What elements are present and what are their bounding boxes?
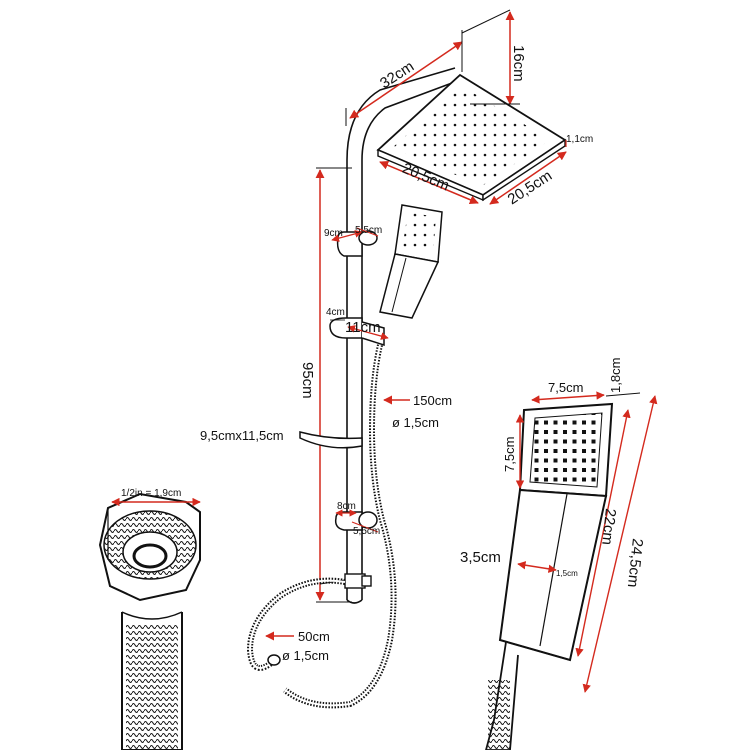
label-head-height: 16cm [510, 45, 527, 82]
dim-hose-long: 150cm ø 1,5cm [383, 393, 452, 430]
label-hose-short-diameter: ø 1,5cm [282, 648, 329, 663]
label-upper-holder-a: 9cm [324, 228, 343, 239]
label-upper-holder-b: 5,5cm [355, 225, 382, 236]
dim-head-height: 16cm [461, 9, 527, 105]
label-hand-grip-width: 3,5cm [460, 549, 501, 566]
label-hose-long-length: 150cm [413, 393, 452, 408]
hose-long [283, 344, 397, 709]
label-slider-b: 11cm [345, 319, 381, 336]
label-lower-holder-a: 8cm [337, 501, 356, 512]
label-arm-width: 32cm [377, 58, 417, 92]
dim-hand-shower: 7,5cm 1,8cm 7,5cm 22cm 24,5cm 3,5cm 1,5c… [460, 358, 658, 693]
dim-head-thickness: 1,1cm [565, 134, 593, 147]
label-rail-height: 95cm [299, 362, 316, 399]
lower-holder: 8cm 5,5cm [334, 501, 380, 537]
label-lower-holder-b: 5,5cm [353, 526, 380, 537]
label-hand-head-depth: 1,8cm [608, 358, 623, 393]
label-hose-long-diameter: ø 1,5cm [392, 415, 439, 430]
label-hand-grip-depth: 1,5cm [556, 569, 578, 578]
hose-short [246, 577, 346, 671]
hose-nut-pipe [121, 611, 183, 750]
hand-shower-mounted [379, 204, 443, 319]
label-nut-size: 1/2in = 1,9cm [121, 488, 181, 499]
label-hose-short-length: 50cm [298, 629, 330, 644]
label-hand-head-height: 7,5cm [502, 437, 517, 472]
hose-nut: 1/2in = 1,9cm [98, 488, 201, 602]
label-slider-a: 4cm [326, 307, 345, 318]
upper-holder: 9cm 5,5cm [324, 225, 382, 257]
label-soap-dish: 9,5cmx11,5cm [200, 428, 284, 443]
label-hand-head-width: 7,5cm [548, 380, 583, 395]
dim-rail-height: 95cm [299, 167, 352, 603]
dim-hose-short: 50cm ø 1,5cm [265, 629, 330, 663]
soap-dish: 9,5cmx11,5cm [200, 428, 363, 449]
label-hand-total-length: 24,5cm [624, 538, 646, 589]
label-head-thickness: 1,1cm [566, 134, 593, 145]
slider-holder: 4cm 11cm [326, 307, 389, 347]
